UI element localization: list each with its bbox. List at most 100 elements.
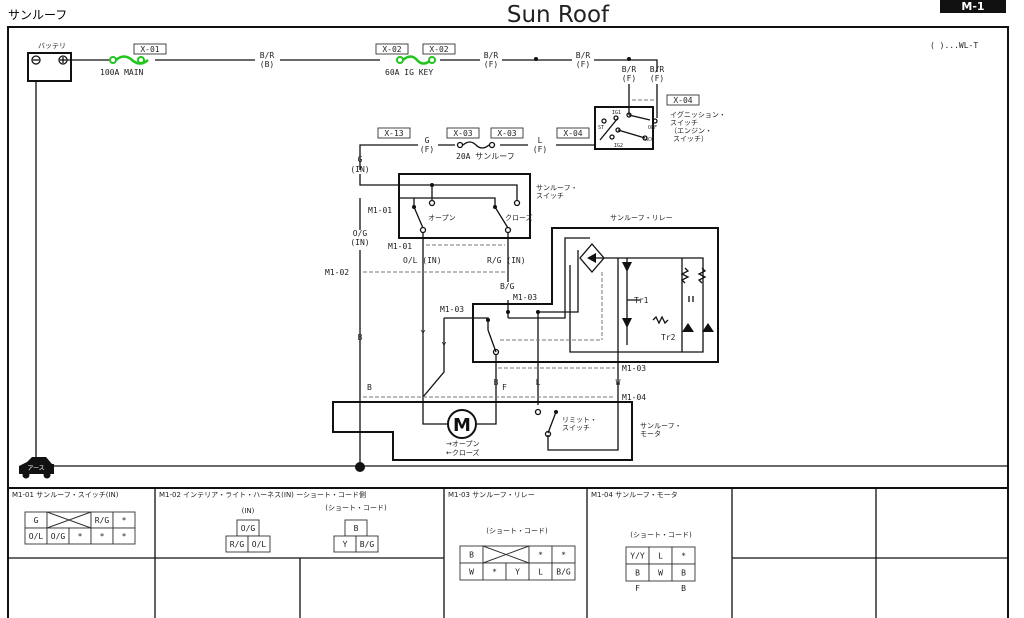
connector-pin-label: *	[538, 551, 543, 560]
connector-pin-label: L	[658, 552, 663, 561]
wire-label: G	[358, 155, 363, 164]
fuse-label: 60A IG KEY	[385, 68, 433, 77]
connector-pin	[551, 562, 576, 581]
wire-label: (IN)	[350, 165, 369, 174]
wire-label: B/G	[500, 282, 515, 291]
connector-pin-label: O/G	[241, 524, 256, 533]
connector-table-subtitle: (ショート・コード)	[630, 531, 692, 539]
connector-label: X-04	[673, 96, 692, 105]
battery-plus-icon	[58, 55, 68, 65]
ign-pos: ACC	[645, 137, 654, 143]
capacitor-icon	[688, 296, 694, 302]
connector-pin-label: R/G	[230, 540, 245, 549]
ground-icon: アース	[19, 457, 54, 479]
wire-label: G	[425, 136, 430, 145]
fuse-label: 20A サンルーフ	[456, 152, 515, 161]
wire-label: B/R	[484, 51, 499, 60]
battery-minus-icon	[31, 55, 41, 65]
connector-label: M1-03	[622, 364, 646, 373]
wire-label: (B)	[260, 60, 274, 69]
fuse-connector: X-03	[497, 129, 516, 138]
battery	[27, 52, 72, 82]
component-label: スイッチ	[670, 119, 698, 127]
bridge-diode-icon	[579, 243, 605, 273]
component-label: スイッチ	[562, 424, 590, 432]
limit-switch	[547, 405, 619, 451]
connector-pin-label: B	[354, 524, 359, 533]
connector-label: X-04	[563, 129, 582, 138]
connector-pin-label: *	[100, 532, 105, 541]
motor-direction: →オープン	[446, 440, 479, 448]
connector-pin	[355, 535, 379, 553]
page-badge	[940, 0, 1006, 13]
fuse-100a	[109, 55, 149, 65]
unused-pin-icon	[46, 511, 92, 529]
connector-pin-label: R/G	[95, 516, 110, 525]
ign-pos: OFF	[648, 125, 657, 131]
wire-label: (F)	[576, 60, 590, 69]
connector-table-title: M1-02 インテリア・ライト・ハーネス(IN) ーショート・コード側	[159, 490, 366, 499]
connector-table-subtitle: (ショート・コード)	[325, 504, 387, 512]
wire-label: (F)	[484, 60, 498, 69]
wire-label: (F)	[533, 145, 547, 154]
connector-pin-label: *	[681, 552, 686, 561]
battery-label: バッテリ	[38, 42, 66, 50]
connector-pin-label: B	[635, 569, 640, 578]
transistor-label: Tr2	[661, 333, 676, 342]
wire-label: L	[536, 378, 541, 387]
motor-direction: ←クローズ	[446, 448, 480, 457]
connector-footer: B	[681, 584, 686, 593]
wire-label: B	[367, 383, 372, 392]
wire-label: F	[502, 383, 507, 392]
main-power-wire	[67, 59, 658, 72]
connector-pin-label: *	[492, 568, 497, 577]
connector-pin	[671, 563, 696, 582]
connector-table	[8, 487, 1008, 618]
sunroof-feed-wire	[359, 144, 595, 170]
motor-icon	[447, 409, 477, 439]
switch-open-label: オープン	[428, 214, 456, 222]
connector-table-title: M1-01 サンルーフ・スイッチ(IN)	[12, 491, 119, 499]
connector-pin-label: O/L	[29, 532, 44, 541]
connector-pin-label: G	[34, 516, 39, 525]
jp-title: サンルーフ	[8, 8, 67, 22]
connector-footer: F	[635, 584, 640, 593]
wire-label: (F)	[650, 74, 664, 83]
sunroof-relay	[472, 227, 719, 363]
wire-label: B	[358, 333, 363, 342]
page-number: M-1	[961, 0, 984, 13]
connector-pin	[112, 527, 136, 545]
connector-label: M1-03	[440, 305, 464, 314]
wire-label: O/L (IN)	[403, 256, 442, 265]
transistor-label: Tr1	[634, 296, 649, 305]
connector-pin-label: *	[122, 532, 127, 541]
connector-pin-label: Y	[343, 540, 348, 549]
wire-label: Y	[421, 329, 426, 338]
connector-pin-label: Y/Y	[630, 552, 645, 561]
connector-label: M1-02	[325, 268, 349, 277]
wire-label: B/R	[650, 65, 665, 74]
sunroof-switch	[398, 173, 531, 239]
fuse-20a	[456, 141, 496, 149]
fuse-connector: X-02	[382, 45, 401, 54]
connector-pin-label: Y	[515, 568, 520, 577]
component-label: スイッチ）	[673, 135, 708, 143]
page-title: Sun Roof	[507, 2, 610, 28]
connector-label: M1-03	[513, 293, 537, 302]
svg-text:アース: アース	[27, 465, 44, 472]
component-label: イグニッション・	[670, 110, 726, 119]
switch-close-label: クローズ	[505, 213, 533, 222]
frame	[7, 26, 1009, 618]
connector-label: X-13	[384, 129, 403, 138]
wire-label: (F)	[420, 145, 434, 154]
connector-label: M1-01	[368, 206, 392, 215]
ign-pos: IG1	[612, 110, 621, 116]
sunroof-motor	[332, 401, 633, 461]
wire-label: W	[616, 378, 621, 387]
motor-symbol: M	[453, 415, 471, 436]
connector-table-title: M1-03 サンルーフ・リレー	[448, 491, 535, 499]
connector-pin-label: *	[122, 516, 127, 525]
resistor-icon	[652, 267, 707, 325]
ign-pos: IG2	[614, 143, 623, 149]
connector-pin-label: B	[681, 569, 686, 578]
